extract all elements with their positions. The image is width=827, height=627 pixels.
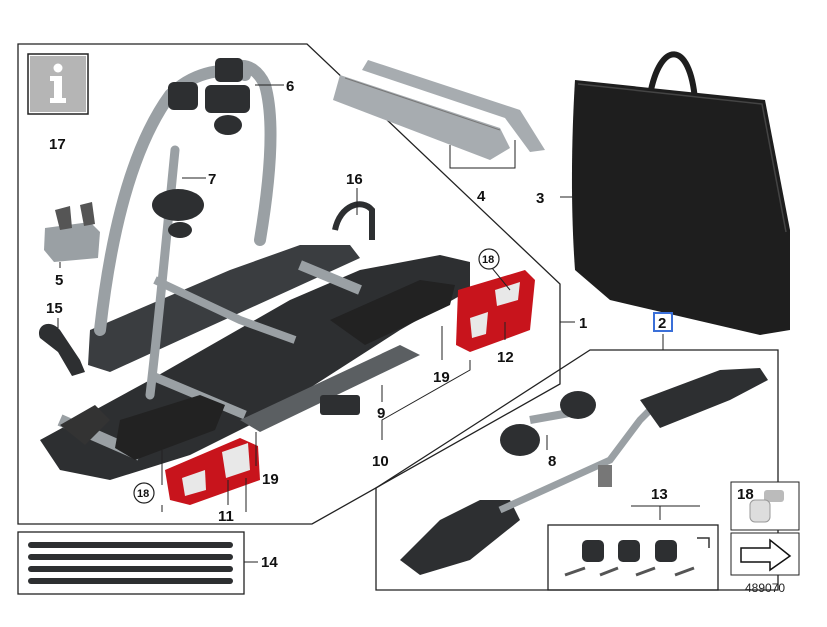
holder-frame (375, 349, 779, 591)
label-part-4: 4 (477, 188, 486, 205)
label-part-19-left: 19 (262, 471, 279, 488)
label-part-2-highlight[interactable]: 2 (653, 312, 673, 332)
loading-rails (333, 60, 545, 160)
reference-number: 489070 (745, 581, 785, 595)
label-part-16: 16 (346, 171, 363, 188)
storage-bag (571, 51, 790, 335)
label-part-9: 9 (377, 405, 385, 422)
leader-lines (57, 84, 700, 563)
label-part-2: 2 (658, 315, 666, 332)
reference-arrow-icon (740, 538, 792, 572)
label-part-15: 15 (46, 300, 63, 317)
frame-clamp-7 (152, 189, 204, 238)
label-part-7: 7 (208, 171, 216, 188)
fastener-set (564, 537, 710, 577)
label-part-14: 14 (261, 554, 278, 571)
tail-lamp-right (456, 270, 535, 352)
tension-straps (28, 542, 233, 584)
bike-holder-set (400, 368, 768, 575)
tail-lamp-left (165, 438, 260, 505)
fastener-frame (547, 524, 719, 591)
bulb-box (730, 481, 800, 531)
svg-text:18: 18 (137, 488, 149, 500)
reference-box (730, 532, 800, 576)
svg-text:18: 18 (482, 254, 494, 266)
label-part-17: 17 (49, 136, 66, 153)
label-part-5: 5 (55, 272, 63, 289)
label-part-19-right: 19 (433, 369, 450, 386)
lock-strap (39, 323, 85, 376)
strap-frame (17, 531, 245, 595)
carrier-frame (17, 43, 561, 525)
label-part-8: 8 (548, 453, 556, 470)
info-i-icon (50, 63, 66, 103)
bike-carrier (40, 58, 535, 505)
label-part-13: 13 (651, 486, 668, 503)
label-part-6: 6 (286, 78, 294, 95)
label-part-11: 11 (218, 508, 234, 525)
frame-clamp-top (168, 58, 250, 135)
label-part-10: 10 (372, 453, 389, 470)
label-part-1: 1 (579, 315, 587, 332)
label-part-18-top: 18 (478, 248, 500, 270)
label-part-3: 3 (536, 190, 544, 207)
label-part-18-box: 18 (737, 486, 754, 503)
info-box (27, 53, 89, 115)
label-part-12: 12 (497, 349, 514, 366)
adapter-bracket (44, 202, 100, 262)
label-part-18-left: 18 (133, 482, 155, 504)
